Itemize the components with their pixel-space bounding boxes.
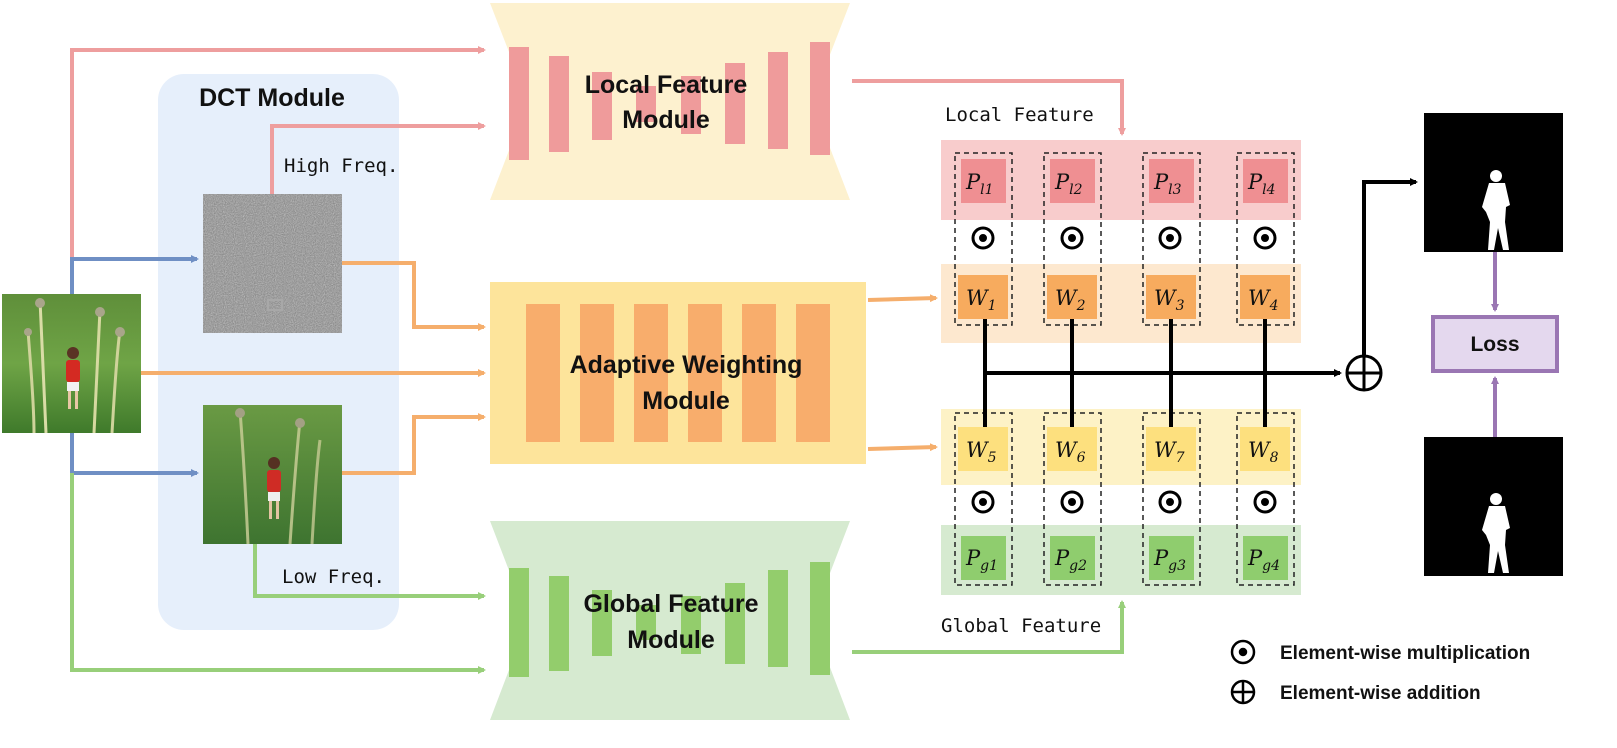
local-feature-module-title-1: Local Feature [585,71,748,99]
cell-w2: W2 [1055,286,1086,314]
global-feature-module-title-1: Global Feature [583,590,758,618]
arrow-input-to-highfreq [70,255,199,294]
weight-cells-top [958,275,1290,319]
local-feature-module: Local Feature Module [490,3,850,200]
arrow-local-to-grid [852,79,1126,136]
arrow-input-to-local [70,46,486,294]
global-feature-label: Global Feature [941,615,1101,637]
local-feature-label: Local Feature [945,104,1094,126]
multiplication-operators [971,226,1277,514]
low-frequency-image [203,405,342,545]
odot-icon [1060,226,1084,250]
cell-p-g1: Pg1 [965,546,998,574]
weight-cells-bottom [958,427,1290,471]
cell-w5: W5 [966,438,997,466]
legend: Element-wise multiplication Element-wise… [1230,639,1530,705]
arrow-highfreq-to-adaptive [342,261,486,331]
addition-node-icon [1345,354,1383,392]
odot-icon [1060,490,1084,514]
low-freq-label: Low Freq. [282,566,385,588]
cell-p-l3: Pl3 [1153,170,1182,198]
odot-icon [971,490,995,514]
legend-addition: Element-wise addition [1280,683,1481,704]
cell-p-g2: Pg2 [1054,546,1087,574]
loss-label: Loss [1470,333,1519,356]
arrow-adaptive-to-weights-bottom [867,443,938,452]
cell-p-g3: Pg3 [1153,546,1186,574]
global-feature-module: Global Feature Module [490,521,850,720]
cell-w7: W7 [1154,438,1185,466]
adaptive-module-title-2: Module [642,387,730,415]
loss-box [1431,315,1559,373]
arrow-highfreq-to-local [270,122,486,194]
oplus-icon [1230,679,1256,705]
arrow-lowfreq-to-adaptive [342,413,486,475]
local-cells [961,159,1288,203]
ground-truth-mask-image [1424,437,1563,576]
local-feature-module-title-2: Module [622,106,710,134]
cell-w8: W8 [1248,438,1279,466]
cell-p-g4: Pg4 [1247,546,1280,574]
cell-p-l4: Pl4 [1247,170,1276,198]
odot-icon [1230,639,1256,665]
cell-p-l2: Pl2 [1054,170,1083,198]
arrow-addition-to-prediction [1362,178,1418,356]
arrow-lowfreq-to-global [253,544,486,600]
adaptive-weighting-module: Adaptive Weighting Module [490,282,866,464]
cell-w4: W4 [1248,286,1279,314]
cell-w1: W1 [966,286,997,314]
dct-module-title: DCT Module [199,84,345,112]
legend-multiplication: Element-wise multiplication [1280,643,1530,664]
high-freq-label: High Freq. [284,155,398,177]
odot-icon [1253,490,1277,514]
odot-icon [1253,226,1277,250]
odot-icon [971,226,995,250]
predicted-mask-image [1424,113,1563,252]
arrow-global-to-grid [852,600,1126,654]
high-frequency-image [203,194,342,334]
global-feature-module-title-2: Module [627,626,715,654]
cell-p-l1: Pl1 [965,170,994,198]
adaptive-module-title-1: Adaptive Weighting [570,351,803,379]
arrow-input-to-global [70,473,486,674]
odot-icon [1158,490,1182,514]
arrow-adaptive-to-weights-top [867,294,938,303]
global-cells [961,536,1288,580]
cell-w3: W3 [1154,286,1185,314]
odot-icon [1158,226,1182,250]
cell-w6: W6 [1055,438,1086,466]
input-image [2,294,141,434]
